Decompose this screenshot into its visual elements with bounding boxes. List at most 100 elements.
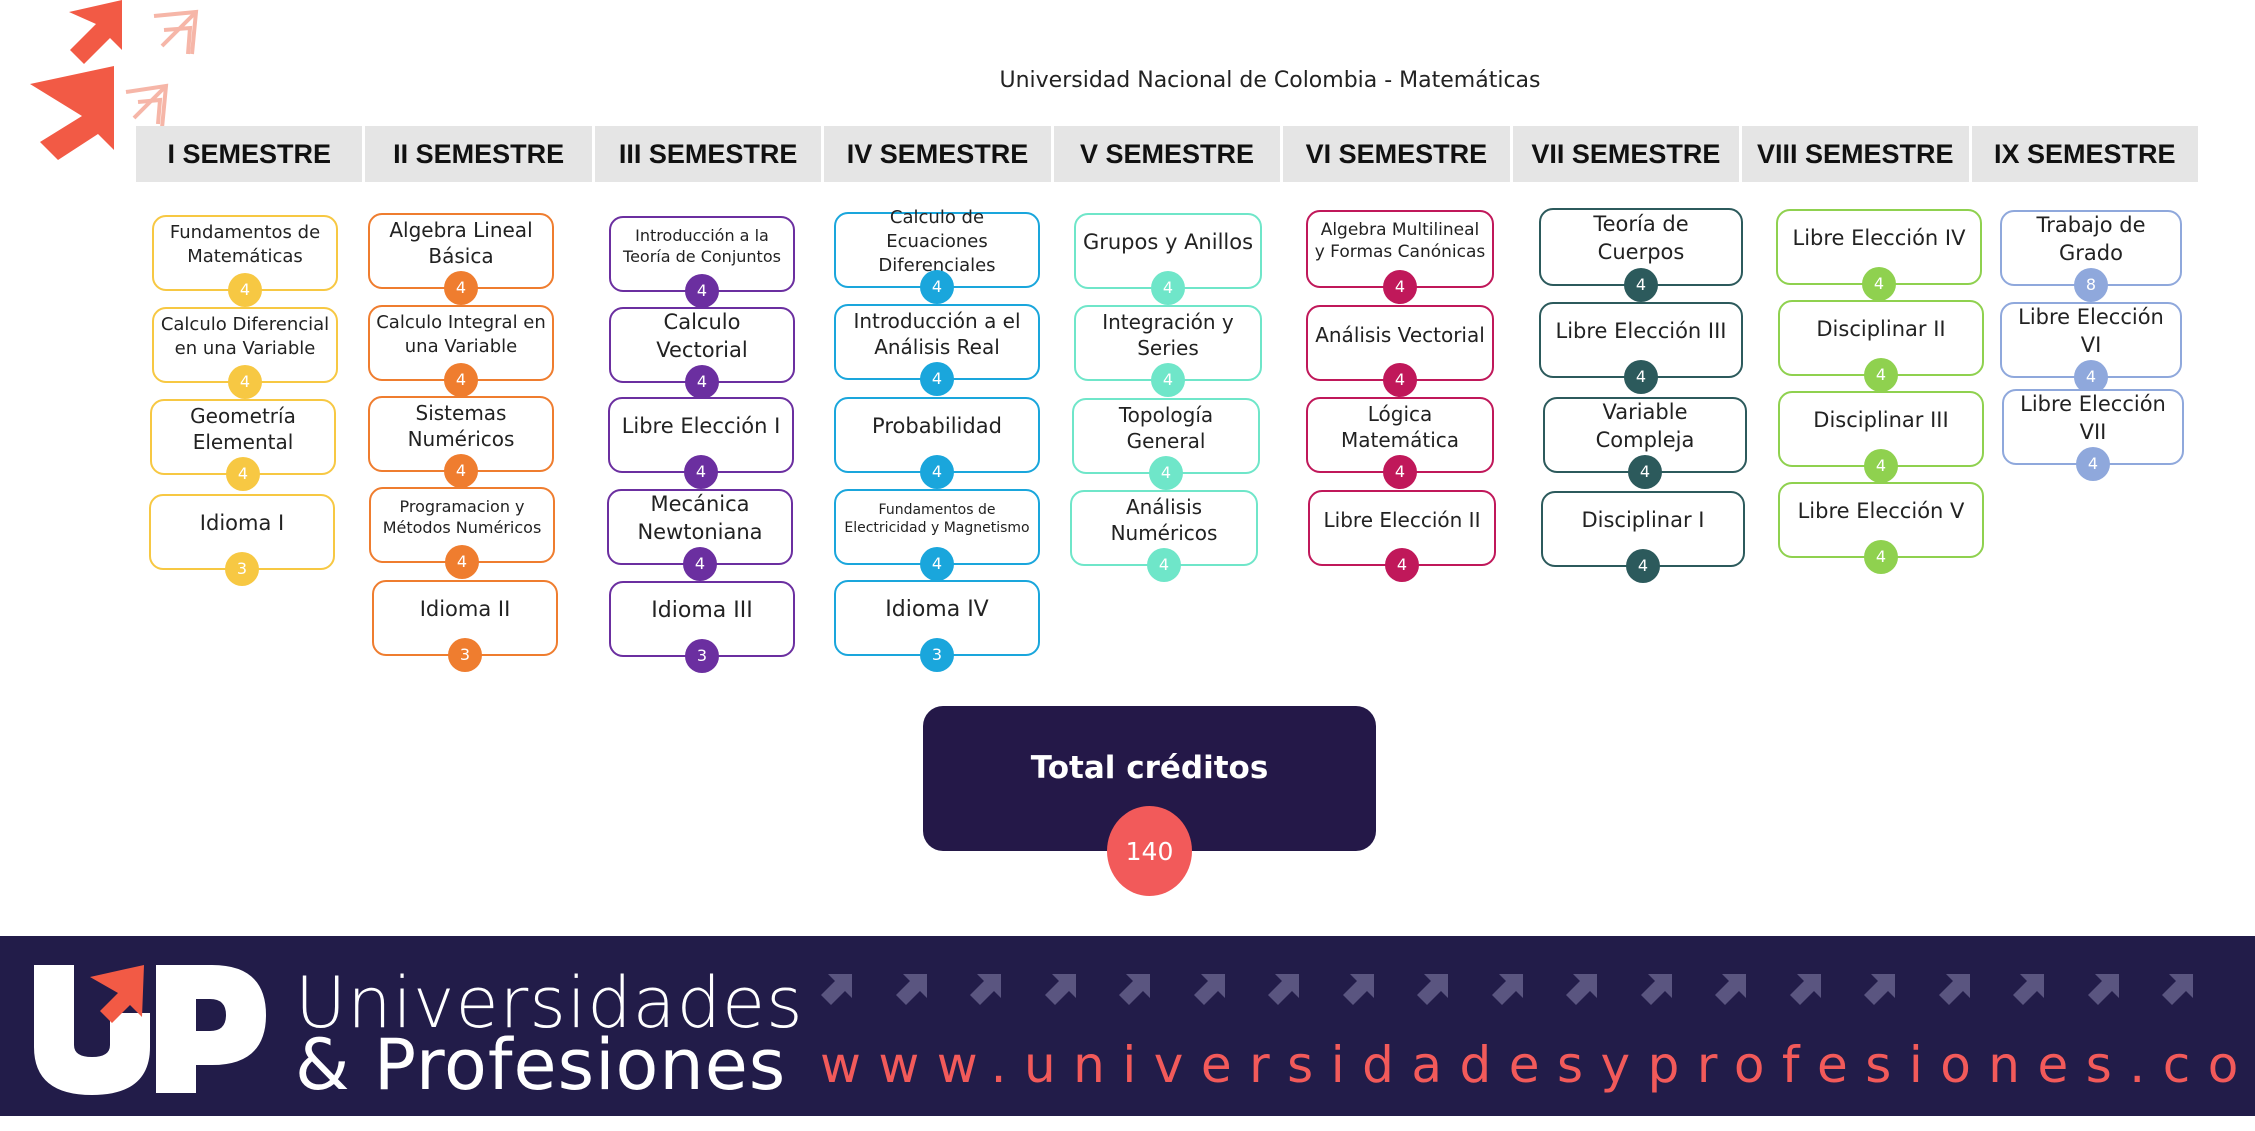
credits-badge: 4 xyxy=(1626,549,1660,583)
course-card: Probabilidad 4 xyxy=(834,397,1040,489)
course-card: Variable Compleja 4 xyxy=(1543,397,1747,489)
credits-badge: 3 xyxy=(920,638,954,672)
semester-header-3: III SEMESTRE xyxy=(595,126,825,182)
course-card: Idioma II 3 xyxy=(372,580,558,672)
credits-badge: 3 xyxy=(685,639,719,673)
course-name: Fundamentos de Matemáticas xyxy=(169,222,321,267)
credits-badge: 4 xyxy=(444,363,478,397)
course-name: Algebra Multilineal y Formas Canónicas xyxy=(1314,219,1486,262)
credits-badge: 3 xyxy=(225,552,259,586)
credits-badge: 4 xyxy=(1862,267,1896,301)
semester-header-8: VIII SEMESTRE xyxy=(1742,126,1972,182)
course-name: Introducción a el Análisis Real xyxy=(853,308,1021,359)
arrow-icon xyxy=(970,974,1001,1005)
course-card: Topología General 4 xyxy=(1072,398,1260,490)
credits-badge: 4 xyxy=(228,273,262,307)
course-card: Fundamentos de Electricidad y Magnetismo… xyxy=(834,489,1040,581)
course-card: Calculo de Ecuaciones Diferenciales 4 xyxy=(834,207,1040,304)
arrow-icon xyxy=(1864,974,1895,1005)
course-name: Disciplinar II xyxy=(1816,317,1946,342)
credits-badge: 4 xyxy=(2076,447,2110,481)
credits-badge: 4 xyxy=(1864,358,1898,392)
course-card: Lógica Matemática 4 xyxy=(1306,397,1494,489)
course-card: Teoría de Cuerpos 4 xyxy=(1539,208,1743,302)
page-title: Universidad Nacional de Colombia - Matem… xyxy=(999,68,1541,93)
course-card: Disciplinar III 4 xyxy=(1778,391,1984,483)
arrow-logo-icon xyxy=(30,0,199,160)
arrow-icon xyxy=(1938,974,1970,1005)
course-name: Introducción a la Teoría de Conjuntos xyxy=(623,225,781,266)
semester-header-4: IV SEMESTRE xyxy=(824,126,1054,182)
course-card: Libre Elección VI 4 xyxy=(2000,302,2182,394)
course-name: Algebra Lineal Básica xyxy=(389,217,533,268)
arrow-icon xyxy=(1566,974,1597,1005)
credits-badge: 4 xyxy=(1385,548,1419,582)
credits-badge: 4 xyxy=(685,365,719,399)
credits-badge: 4 xyxy=(445,545,479,579)
arrow-icon xyxy=(1044,974,1076,1005)
course-card: Trabajo de Grado 8 xyxy=(2000,210,2182,302)
course-name: Libre Elección III xyxy=(1555,319,1727,344)
credits-badge: 4 xyxy=(1149,456,1183,490)
credits-badge: 4 xyxy=(1624,360,1658,394)
arrow-icon xyxy=(821,974,852,1005)
course-name: Calculo Diferencial en una Variable xyxy=(160,314,330,359)
credits-badge: 4 xyxy=(920,547,954,581)
course-card: Programacion y Métodos Numéricos 4 xyxy=(369,487,555,579)
course-name: Análisis Numéricos xyxy=(1110,494,1218,545)
course-name: Grupos y Anillos xyxy=(1082,230,1254,255)
course-name: Libre Elección I xyxy=(621,414,781,439)
arrow-icon xyxy=(895,974,927,1005)
total-credits-label: Total créditos xyxy=(1030,750,1269,786)
website-url[interactable]: www.universidadesyprofesiones.com xyxy=(820,1036,2255,1094)
course-name: Análisis Vectorial xyxy=(1315,322,1485,347)
course-name: Sistemas Numéricos xyxy=(407,400,515,451)
course-name: Fundamentos de Electricidad y Magnetismo xyxy=(844,501,1030,536)
arrow-icon xyxy=(1715,974,1746,1005)
course-name: Libre Elección V xyxy=(1797,499,1965,524)
semester-header-bar: I SEMESTRE II SEMESTRE III SEMESTRE IV S… xyxy=(136,126,2198,182)
course-name: Geometría Elemental xyxy=(190,403,296,454)
course-name: Libre Elección IV xyxy=(1792,226,1966,251)
course-name: Integración y Series xyxy=(1102,309,1234,360)
semester-header-6: VI SEMESTRE xyxy=(1283,126,1513,182)
credits-badge: 4 xyxy=(1151,271,1185,305)
course-name: Libre Elección VI xyxy=(2018,305,2164,357)
credits-badge: 8 xyxy=(2074,268,2108,302)
brand-line-1: Universidades xyxy=(295,962,804,1044)
semester-header-1: I SEMESTRE xyxy=(136,126,366,182)
arrow-icon xyxy=(1119,974,1150,1005)
credits-badge: 4 xyxy=(920,270,954,304)
arrow-icon xyxy=(1193,974,1225,1005)
course-name: Topología General xyxy=(1118,402,1214,453)
course-card: Introducción a la Teoría de Conjuntos 4 xyxy=(609,216,795,308)
credits-badge: 4 xyxy=(1383,455,1417,489)
course-name: Teoría de Cuerpos xyxy=(1593,212,1689,264)
course-name: Calculo Vectorial xyxy=(656,310,748,362)
credits-badge: 4 xyxy=(444,271,478,305)
credits-badge: 4 xyxy=(683,547,717,581)
course-name: Idioma III xyxy=(651,598,753,624)
course-card: Sistemas Numéricos 4 xyxy=(368,396,554,488)
brand-line-2: & Profesiones xyxy=(295,1024,787,1106)
semester-header-7: VII SEMESTRE xyxy=(1513,126,1743,182)
credits-badge: 3 xyxy=(448,638,482,672)
course-card: Calculo Integral en una Variable 4 xyxy=(368,305,554,397)
credits-badge: 4 xyxy=(685,274,719,308)
course-card: Idioma I 3 xyxy=(149,494,335,586)
course-name: Programacion y Métodos Numéricos xyxy=(382,496,542,537)
arrow-icon xyxy=(1268,974,1299,1005)
course-card: Análisis Numéricos 4 xyxy=(1070,490,1258,582)
course-card: Idioma IV 3 xyxy=(834,580,1040,672)
credits-badge: 4 xyxy=(920,455,954,489)
course-name: Idioma I xyxy=(199,511,285,536)
footer-arrow-pattern xyxy=(820,970,2197,1006)
course-card: Calculo Diferencial en una Variable 4 xyxy=(152,307,338,399)
course-card: Disciplinar I 4 xyxy=(1541,491,1745,583)
arrow-icon xyxy=(2162,974,2193,1005)
course-card: Libre Elección II 4 xyxy=(1308,490,1496,582)
course-card: Análisis Vectorial 4 xyxy=(1306,305,1494,397)
arrow-icon xyxy=(2087,974,2119,1005)
credits-badge: 4 xyxy=(684,455,718,489)
semester-header-9: IX SEMESTRE xyxy=(1993,138,2176,169)
